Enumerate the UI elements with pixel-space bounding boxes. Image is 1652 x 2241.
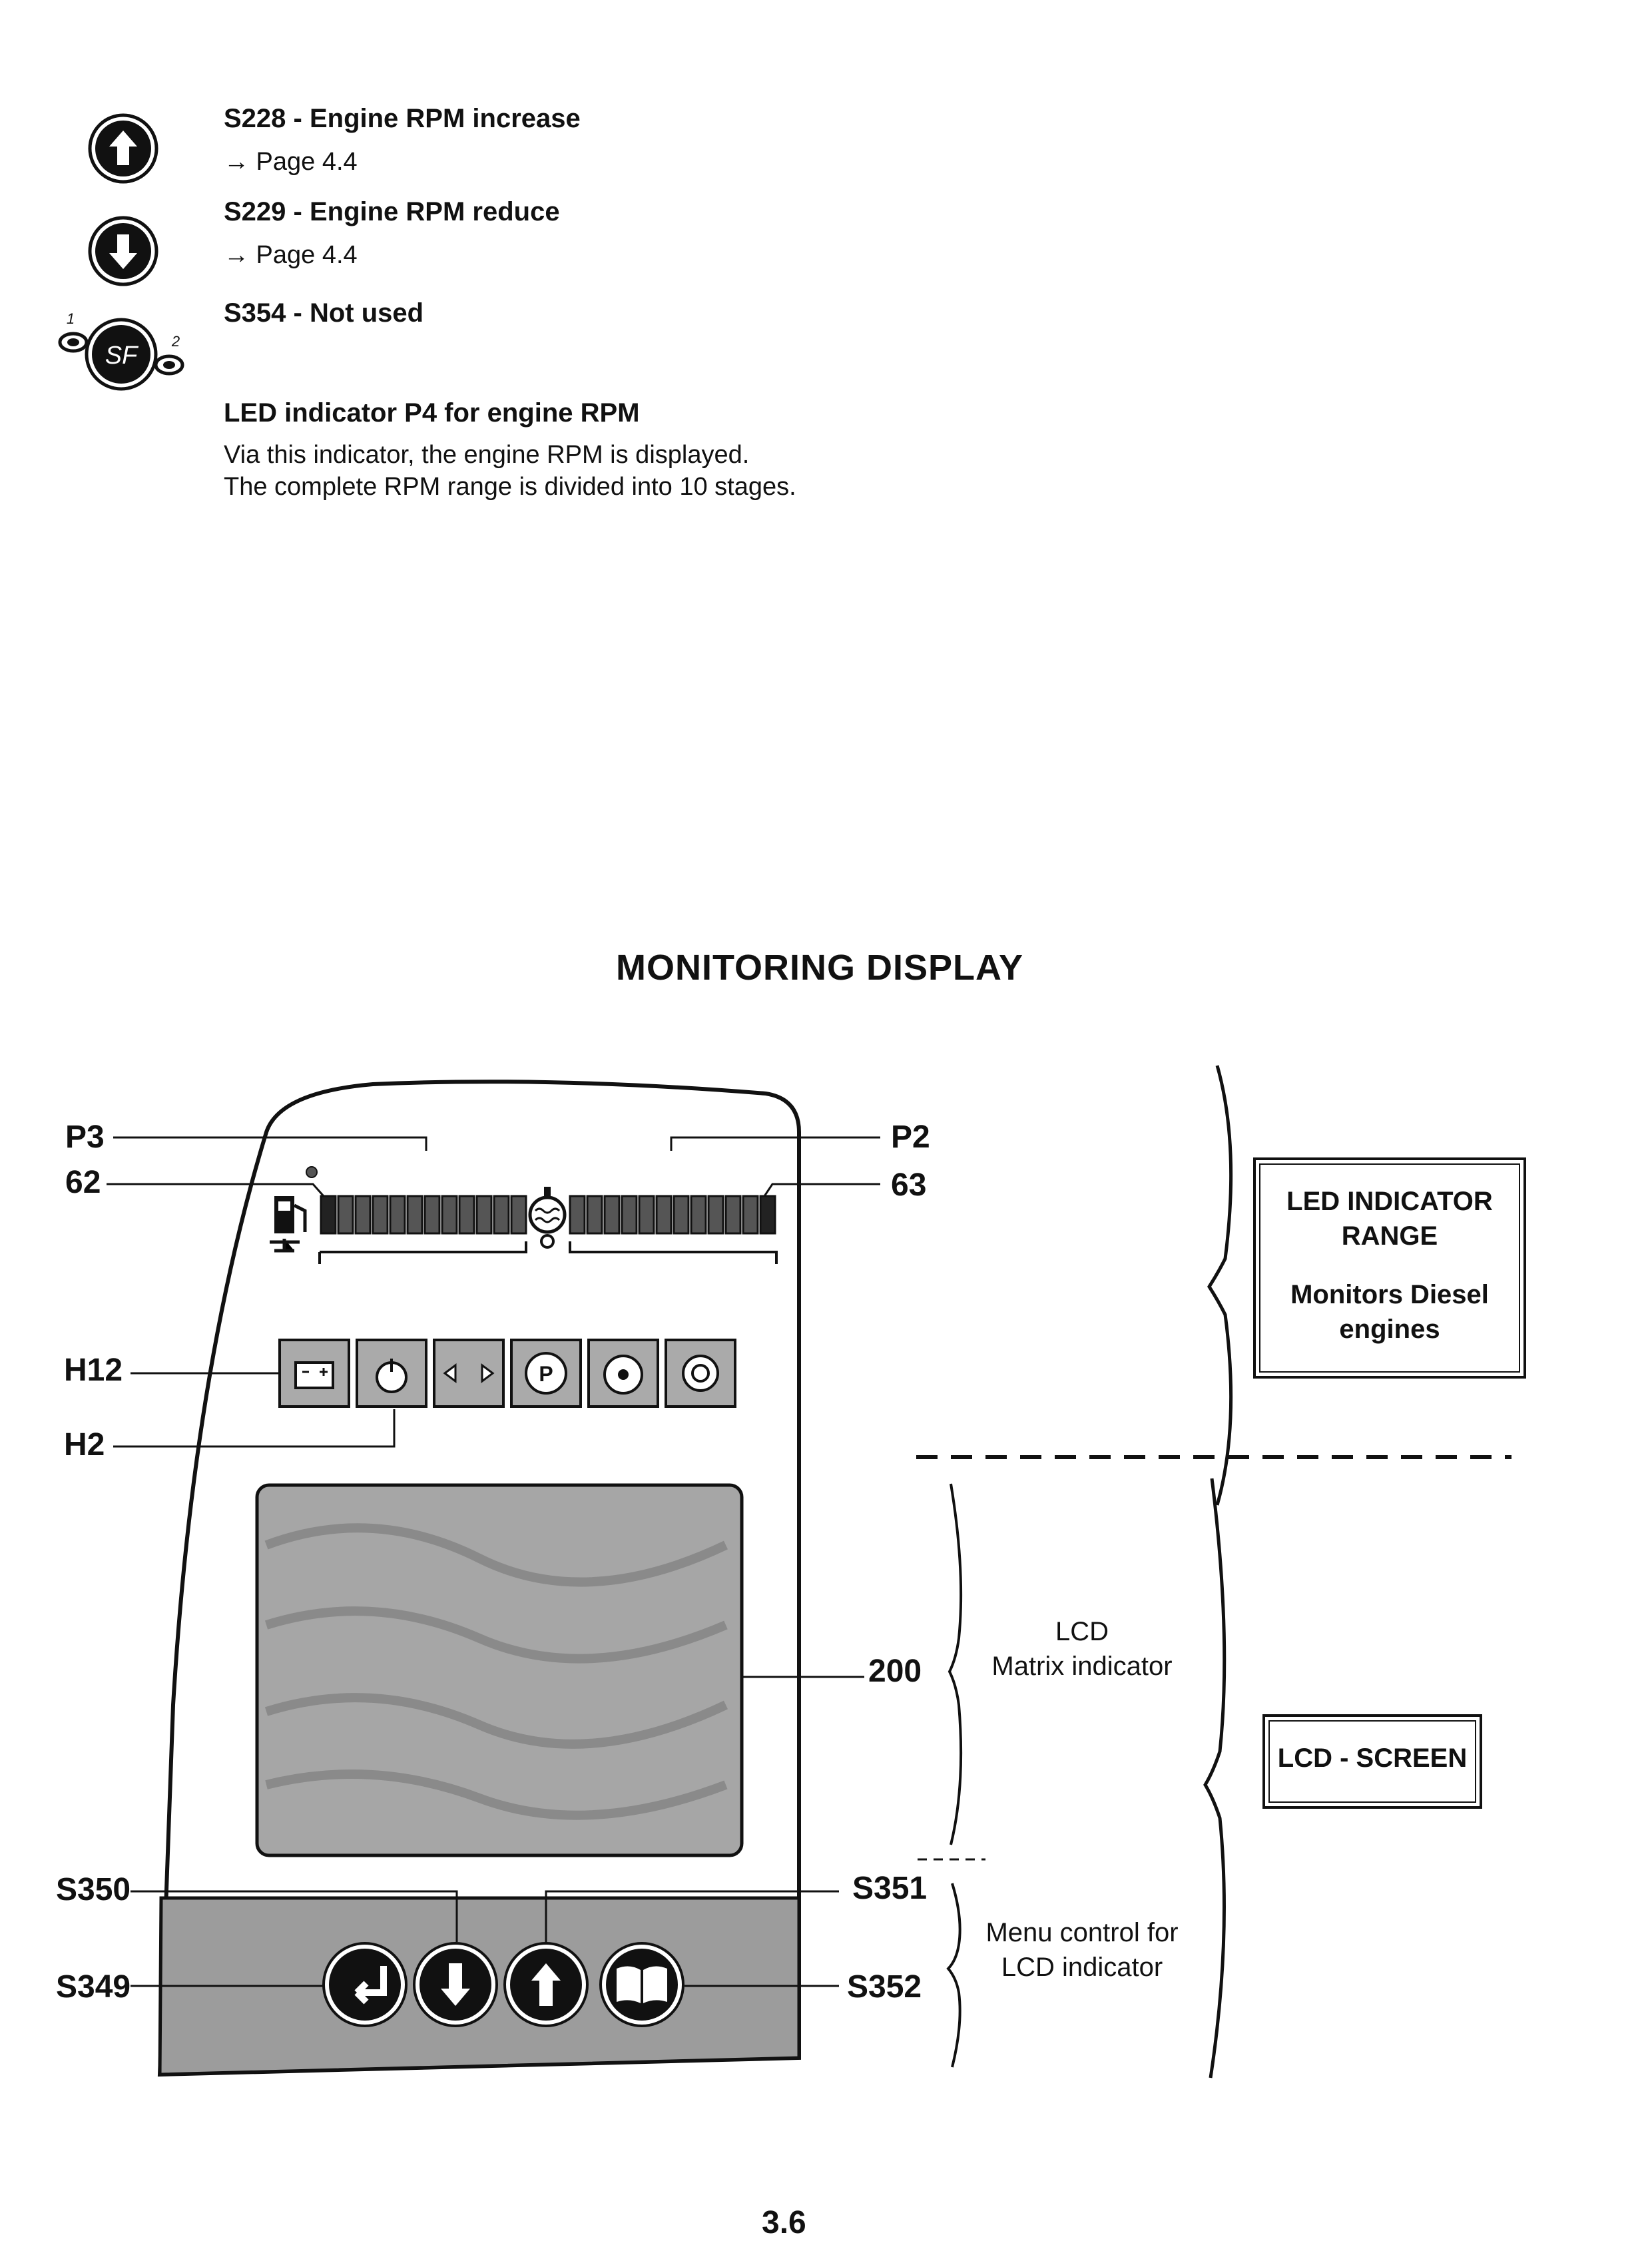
p3-leader [113, 1136, 427, 1151]
lcd-screen-box-text: LCD - SCREEN [1277, 1744, 1468, 1773]
lcd-texture [264, 1523, 728, 1820]
led-p4-title: LED indicator P4 for engine RPM [224, 398, 640, 428]
label-h12: H12 [64, 1353, 123, 1388]
sf-switch-icon: SF 1 2 [58, 312, 184, 391]
label-s352: S352 [847, 1969, 922, 2005]
s228-page-ref: → Page 4.4 [224, 148, 358, 176]
up-button-icon [503, 1942, 589, 2027]
led-p4-line-1: Via this indicator, the engine RPM is di… [224, 441, 750, 469]
led-range-line-1: LED INDICATOR [1286, 1187, 1493, 1216]
label-p2: P2 [891, 1120, 930, 1155]
manual-book-button-icon [599, 1942, 685, 2027]
lcd-matrix-line-1: LCD [1055, 1617, 1109, 1646]
lcd-screen-box-inner [1268, 1720, 1476, 1803]
sf-pos-2: 2 [171, 333, 180, 350]
brace-led-range [1207, 1065, 1233, 1506]
label-h2: H2 [64, 1427, 105, 1462]
sf-icon-text: SF [105, 342, 138, 370]
enter-button-icon [322, 1942, 408, 2027]
led-p4-line-2: The complete RPM range is divided into 1… [224, 473, 796, 501]
label-63: 63 [891, 1167, 927, 1203]
led-range-line-3: Monitors Diesel [1290, 1280, 1489, 1309]
p3-led-bar [318, 1195, 527, 1264]
lcd-matrix-annotation: LCD Matrix indicator [959, 1614, 1205, 1684]
brace-lcd-matrix [948, 1483, 963, 1845]
s354-title: S354 - Not used [224, 298, 424, 328]
page-heading: MONITORING DISPLAY [616, 948, 1024, 988]
lcd-screen-box-outer [1262, 1714, 1482, 1809]
s229-title: S229 - Engine RPM reduce [224, 197, 560, 226]
label-62: 62 [65, 1165, 101, 1200]
s351-leader [545, 1890, 839, 1942]
oil-pressure-lamp-icon [356, 1339, 427, 1408]
warning-lamps-row: P [278, 1339, 736, 1408]
lcd-matrix-line-2: Matrix indicator [991, 1652, 1173, 1681]
fuel-pump-icon [270, 1196, 307, 1253]
label-p3: P3 [65, 1120, 105, 1155]
p2-led-bar [569, 1195, 778, 1264]
svg-text:P: P [539, 1362, 553, 1386]
label-200: 200 [868, 1654, 922, 1689]
arrow-up-button-icon [88, 113, 158, 184]
menu-control-line-1: Menu control for [985, 1918, 1179, 1947]
monitoring-display-diagram: P [107, 1065, 1526, 2079]
led-range-line-4: engines [1339, 1315, 1440, 1344]
n62-leader [107, 1183, 325, 1197]
arrow-down-button-icon [88, 216, 158, 286]
s228-title: S228 - Engine RPM increase [224, 104, 581, 133]
coolant-temp-icon [528, 1187, 567, 1249]
n63-leader [763, 1183, 880, 1197]
page-number: 3.6 [762, 2205, 806, 2240]
label-s349: S349 [56, 1969, 131, 2005]
brace-lcd-area [1203, 1478, 1227, 2079]
menu-control-line-2: LCD indicator [1001, 1953, 1163, 1982]
menu-control-annotation: Menu control for LCD indicator [959, 1915, 1205, 1985]
s350-leader [131, 1890, 458, 1942]
led-range-line-2: RANGE [1341, 1221, 1438, 1251]
s229-page-ref: → Page 4.4 [224, 241, 358, 269]
led-range-box-text: LED INDICATOR RANGE Monitors Diesel engi… [1260, 1184, 1519, 1347]
brace-menu-control [946, 1883, 962, 2068]
sensor-dot-icon [306, 1166, 318, 1178]
h2-leader [113, 1409, 396, 1448]
label-s351: S351 [852, 1871, 928, 1906]
p2-leader [670, 1136, 880, 1151]
down-button-icon [413, 1942, 498, 2027]
sf-pos-1: 1 [67, 312, 75, 327]
led-range-box-inner [1259, 1163, 1520, 1373]
led-range-box-outer [1253, 1157, 1526, 1379]
label-s350: S350 [56, 1872, 131, 1907]
